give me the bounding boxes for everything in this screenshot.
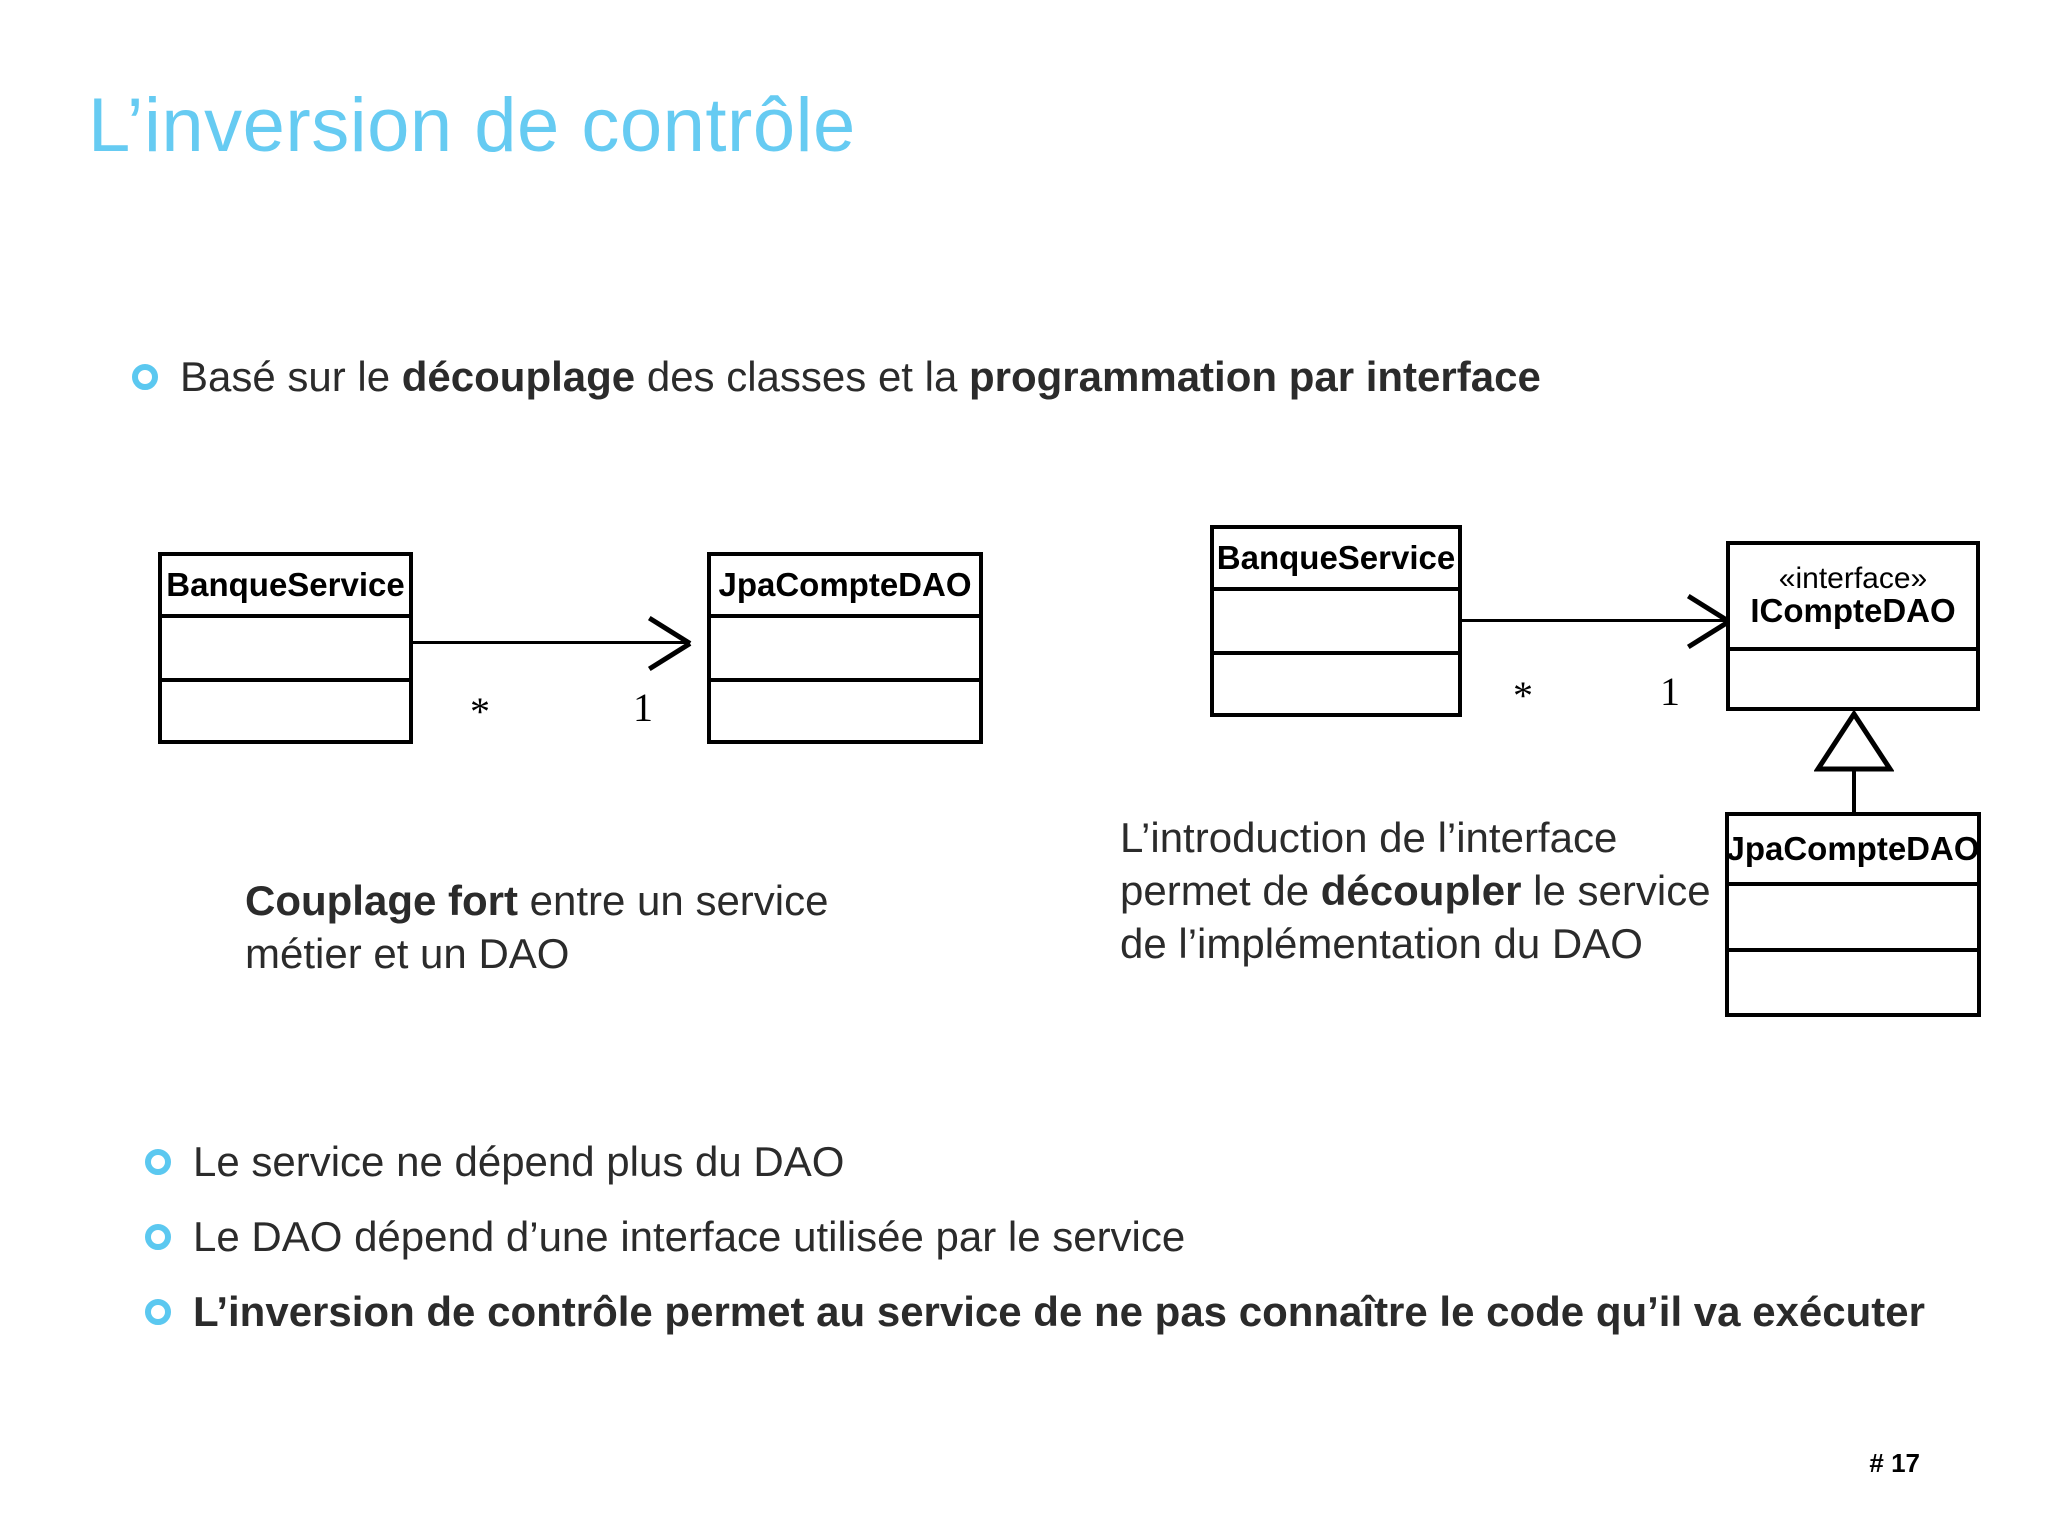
uml-attributes-compartment	[1214, 591, 1458, 655]
bullet-1-text: Le service ne dépend plus du DAO	[193, 1138, 845, 1185]
generalization-line	[1852, 769, 1856, 833]
uml-operations-compartment	[1214, 655, 1458, 713]
arrowhead-stroke-upper	[647, 641, 692, 672]
uml-attributes-compartment	[162, 618, 409, 682]
uml-header-banqueservice-right: BanqueService	[1214, 529, 1458, 591]
uml-class-name: JpaCompteDAO	[718, 565, 972, 603]
generalization-triangle-icon	[1814, 711, 1894, 773]
caption-left-rest: entre un service métier et un DAO	[245, 877, 829, 977]
bullet-row-2: Le DAO dépend d’une interface utilisée p…	[145, 1210, 1935, 1264]
uml-operations-compartment	[711, 682, 979, 740]
uml-class-banqueservice-left: BanqueService	[158, 552, 413, 744]
caption-left-bold: Couplage fort	[245, 877, 518, 924]
uml-class-jpacomptedao-right: JpaCompteDAO	[1725, 812, 1981, 1017]
bullet-marker-icon	[145, 1299, 171, 1325]
uml-header-jpacomptedao-left: JpaCompteDAO	[711, 556, 979, 618]
arrowhead-stroke-upper	[1686, 619, 1731, 650]
intro-middle: des classes et la	[635, 353, 969, 400]
association-line-left	[413, 641, 688, 644]
uml-class-name: BanqueService	[166, 565, 405, 603]
uml-class-name: BanqueService	[1216, 538, 1456, 576]
uml-operations-compartment	[1729, 952, 1977, 1013]
uml-header-icomptedao: «interface» ICompteDAO	[1730, 545, 1976, 651]
caption-right-part2: le service de l’implémentation du DAO	[1120, 866, 1711, 967]
uml-class-name: JpaCompteDAO	[1726, 829, 1980, 867]
multiplicity-target-right: 1	[1660, 669, 1680, 714]
intro-prefix: Basé sur le	[180, 353, 402, 400]
page-title: L’inversion de contrôle	[88, 83, 856, 168]
uml-class-banqueservice-right: BanqueService	[1210, 525, 1462, 717]
uml-header-jpacomptedao-right: JpaCompteDAO	[1726, 816, 1980, 886]
bullet-row-1: Le service ne dépend plus du DAO	[145, 1135, 1905, 1189]
intro-bold-decouplage: découplage	[401, 353, 636, 400]
uml-interface-icomptedao: «interface» ICompteDAO	[1726, 541, 1980, 711]
bullet-marker-icon	[145, 1149, 171, 1175]
uml-class-jpacomptedao-left: JpaCompteDAO	[707, 552, 983, 744]
uml-stereotype-label: «interface»	[1778, 561, 1928, 595]
association-line-right	[1462, 619, 1727, 622]
uml-attributes-compartment	[1729, 886, 1977, 952]
bullet-3-text: L’inversion de contrôle permet au servic…	[193, 1288, 1925, 1335]
intro-bold-programmation: programmation par interface	[969, 353, 1541, 400]
uml-operations-compartment	[162, 682, 409, 740]
bullet-row-3: L’inversion de contrôle permet au servic…	[145, 1285, 1975, 1339]
caption-couplage-fort: Couplage fort entre un service métier et…	[245, 875, 885, 981]
page-number: # 17	[1869, 1448, 1920, 1478]
caption-right-bold: découpler	[1320, 866, 1522, 914]
bullet-row-intro: Basé sur le découplage des classes et la…	[132, 350, 1932, 404]
bullet-intro-text: Basé sur le découplage des classes et la…	[180, 350, 1541, 404]
bullet-marker-icon	[145, 1224, 171, 1250]
bullet-2-text: Le DAO dépend d’une interface utilisée p…	[193, 1213, 1186, 1260]
multiplicity-source-left: *	[470, 689, 490, 734]
uml-interface-name: ICompteDAO	[1750, 592, 1956, 630]
uml-operations-compartment	[1730, 651, 1976, 707]
multiplicity-target-left: 1	[633, 685, 653, 730]
caption-introduction-interface: L’introduction de l’interface permet de …	[1120, 812, 1740, 971]
multiplicity-source-right: *	[1513, 673, 1533, 718]
uml-header-banqueservice-left: BanqueService	[162, 556, 409, 618]
bullet-marker-icon	[132, 364, 158, 390]
uml-attributes-compartment	[711, 618, 979, 682]
caption-right-part1: L’introduction de l’interface permet de	[1120, 814, 1618, 914]
